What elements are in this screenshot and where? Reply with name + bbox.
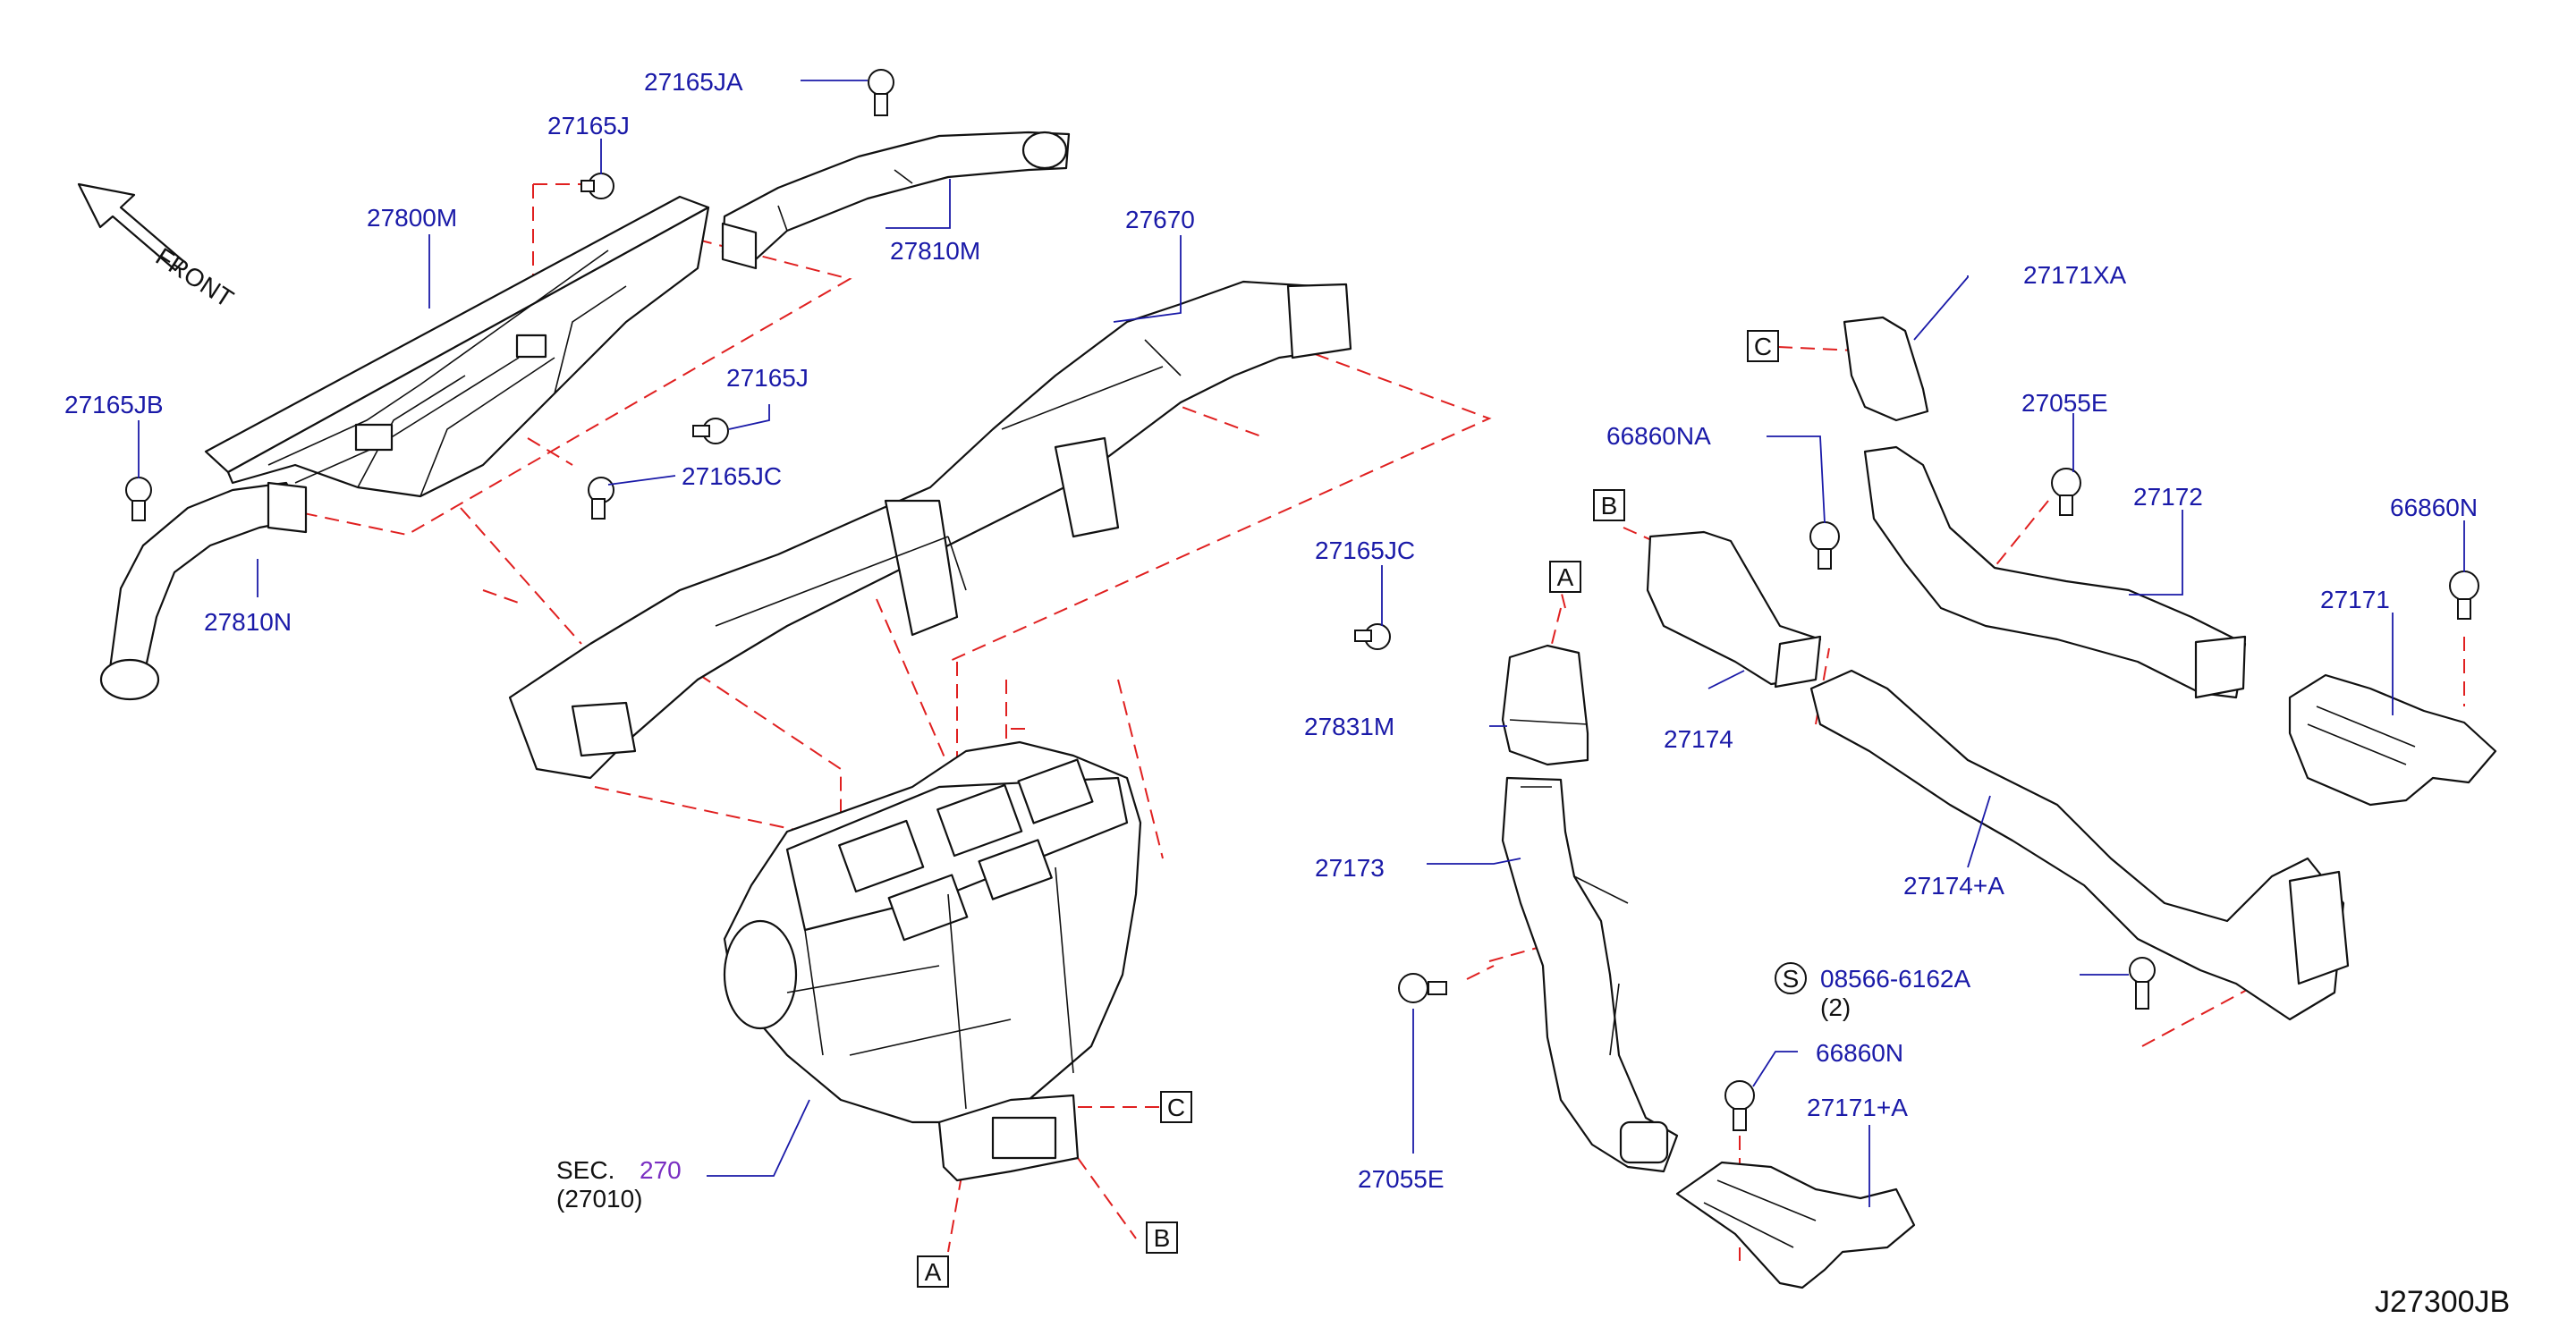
label-27171: 27171 <box>2320 586 2390 613</box>
label-27810N: 27810N <box>204 608 292 636</box>
label-27172: 27172 <box>2133 483 2203 511</box>
svg-text:A: A <box>1557 563 1574 591</box>
clip-27055E-bottom-icon <box>1398 973 1447 1003</box>
bolt-spec-qty: (2) <box>1820 993 1851 1021</box>
ref-box-b-lower: B <box>1146 1221 1178 1254</box>
duct-27171 <box>2288 673 2497 807</box>
bolt-spec-part-no: 08566-6162A <box>1820 965 1970 993</box>
clip-27165J-top-icon <box>580 173 614 199</box>
clip-66860N-right-icon <box>2449 571 2479 620</box>
duct-27800M <box>204 195 710 498</box>
section-ref-number: 270 <box>640 1156 682 1184</box>
hvac-unit-sec-270 <box>723 740 1142 1182</box>
clip-66860N-bottom-icon <box>1724 1080 1755 1131</box>
label-27165JC-right: 27165JC <box>1315 537 1415 564</box>
label-27810M: 27810M <box>890 237 980 265</box>
bolt-spec-symbol: S <box>1783 965 1800 993</box>
bolt-08566-6162A-icon <box>2129 957 2156 1010</box>
svg-text:B: B <box>1601 492 1618 520</box>
label-27831M: 27831M <box>1304 713 1394 740</box>
ref-box-c-upper: C <box>1747 330 1779 362</box>
ref-box-a-lower: A <box>917 1255 949 1288</box>
label-66860N-bottom: 66860N <box>1816 1039 1903 1067</box>
section-ref-prefix: SEC. <box>556 1156 614 1184</box>
bolt-spec: S 08566-6162A (2) <box>1775 962 1970 1021</box>
label-27165JA: 27165JA <box>644 68 743 96</box>
leader-lines <box>138 80 2465 1207</box>
front-arrow-icon <box>77 182 185 272</box>
duct-27810M <box>721 131 1071 270</box>
label-66860NA: 66860NA <box>1606 422 1711 450</box>
clip-27165JC-left-icon <box>588 477 614 520</box>
clip-27055E-top-icon <box>2051 468 2081 516</box>
duct-27810N <box>99 481 308 701</box>
svg-text:C: C <box>1167 1094 1185 1121</box>
clip-27165JC-right-icon <box>1354 623 1391 650</box>
ref-box-b-upper: B <box>1593 489 1625 521</box>
label-27174-A: 27174+A <box>1903 872 2004 900</box>
label-27171-A: 27171+A <box>1807 1094 1908 1121</box>
ref-box-a-upper: A <box>1549 561 1581 593</box>
label-66860N-right: 66860N <box>2390 494 2478 521</box>
label-27173: 27173 <box>1315 854 1385 882</box>
label-27171XA: 27171XA <box>2023 261 2127 289</box>
duct-27174 <box>1646 530 1822 689</box>
duct-27172 <box>1863 445 2247 699</box>
label-27055E-bottom: 27055E <box>1358 1165 1445 1193</box>
clip-66860NA-icon <box>1809 521 1840 570</box>
label-27174: 27174 <box>1664 725 1733 753</box>
section-ref-sub: (27010) <box>556 1185 643 1213</box>
clip-27165JA-icon <box>868 69 894 116</box>
label-27165J-mid: 27165J <box>726 364 809 392</box>
svg-text:A: A <box>925 1258 942 1286</box>
label-27055E-top: 27055E <box>2021 389 2108 417</box>
label-27165J-top: 27165J <box>547 112 630 139</box>
svg-text:C: C <box>1754 333 1772 360</box>
duct-27831M <box>1501 644 1589 766</box>
diagram-code: J27300JB <box>2375 1285 2510 1319</box>
label-27165JC-left: 27165JC <box>682 462 782 490</box>
clip-27165J-mid-icon <box>692 418 729 444</box>
clip-27165JB-icon <box>125 477 152 521</box>
ref-box-c-lower: C <box>1160 1091 1192 1123</box>
duct-27171XA <box>1843 316 1929 422</box>
front-label: FRONT <box>151 242 239 313</box>
duct-27171-A <box>1675 1161 1916 1289</box>
svg-text:B: B <box>1154 1224 1171 1252</box>
duct-27670 <box>508 280 1352 780</box>
label-27670: 27670 <box>1125 206 1195 233</box>
label-27800M: 27800M <box>367 204 457 232</box>
label-27165JB: 27165JB <box>64 391 164 418</box>
duct-27173 <box>1501 776 1679 1173</box>
